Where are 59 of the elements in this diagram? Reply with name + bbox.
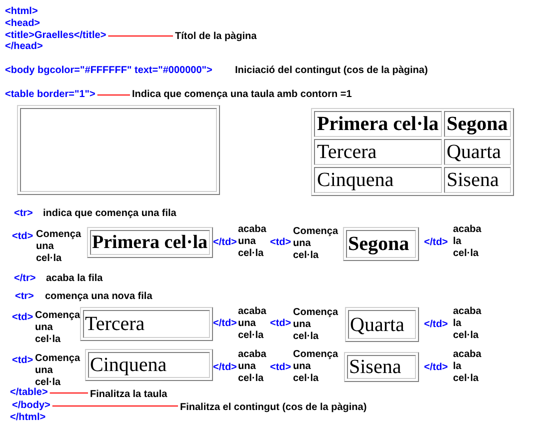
explanation-text: Indica que comença una taula amb contorn =1 <box>132 89 352 101</box>
explanation-text: acaba una cel·la <box>238 306 266 342</box>
table-cell: Cinquena <box>88 352 210 378</box>
html-tag-text: <head> <box>5 18 40 30</box>
table-cell: Primera cel·la <box>90 230 210 255</box>
table-cell: Tercera <box>83 310 210 338</box>
html-tag-text: <td> <box>270 318 292 330</box>
html-tag-text: <body bgcolor="#FFFFFF" text="#000000"> <box>5 65 212 77</box>
explanation-text: comença una nova fila <box>45 291 152 303</box>
html-tag-text: </td> <box>213 318 237 330</box>
explanation-text: Comença una cel·la <box>293 307 338 343</box>
explanation-text: acaba la cel·la <box>453 349 482 385</box>
empty-table-frame <box>17 105 220 195</box>
explanation-text: Comença una cel·la <box>293 226 338 262</box>
html-tag-text: <table border="1"> <box>5 89 96 101</box>
explanation-text: acaba la fila <box>46 273 103 285</box>
html-tag-text: <td> <box>12 355 34 367</box>
html-tag-text: </body> <box>12 400 50 412</box>
explanation-text: Comença una cel·la <box>293 349 338 385</box>
html-tag-text: </html> <box>10 412 46 424</box>
html-tag-text: <title>Graelles</title> <box>5 30 106 42</box>
explanation-text: Finalitza el contingut (cos de la pàgina) <box>180 402 367 414</box>
explanation-text: Comença una cel·la <box>36 229 82 265</box>
table-cell: Sisena <box>444 167 511 193</box>
explanation-text: Comença una cel·la <box>35 310 80 346</box>
html-tag-text: <html> <box>5 6 38 18</box>
leader-line <box>96 94 130 96</box>
explanation-text: Finalitza la taula <box>90 389 168 401</box>
explanation-text: Comença una cel·la <box>35 353 80 388</box>
html-tag-text: </head> <box>5 41 43 53</box>
table-cell: Primera cel·la <box>314 111 442 137</box>
explanation-text: Títol de la pàgina <box>175 31 257 43</box>
table-cell: Quarta <box>444 139 511 165</box>
html-tag-text: </td> <box>424 319 448 331</box>
table-cell: Sisena <box>347 355 416 379</box>
explanation-text: Iniciació del contingut (cos de la pàgina) <box>235 65 428 77</box>
html-tag-text: <tr> <box>15 291 34 303</box>
html-tag-text: <td> <box>270 362 292 374</box>
html-tag-text: </td> <box>424 237 448 249</box>
leader-line <box>49 392 88 394</box>
table-cell: Quarta <box>348 310 416 339</box>
html-tag-text: <td> <box>270 237 292 249</box>
html-tag-text: </table> <box>10 387 48 399</box>
html-tag-text: <td> <box>12 312 34 324</box>
html-tag-text: </td> <box>424 362 448 374</box>
html-tag-text: </tr> <box>14 273 36 285</box>
html-tag-text: <tr> <box>14 208 33 220</box>
explanation-text: indica que comença una fila <box>43 208 176 220</box>
table-cell: Cinquena <box>314 167 442 193</box>
explanation-text: acaba una cel·la <box>238 349 266 385</box>
html-tag-text: </td> <box>213 362 237 374</box>
explanation-text: acaba la cel·la <box>453 306 482 342</box>
html-tag-text: </td> <box>213 237 237 249</box>
table-cell: Segona <box>444 111 511 137</box>
html-tag-text: <td> <box>12 231 34 243</box>
table-cell: Segona <box>346 230 416 258</box>
explanation-text: acaba una cel·la <box>238 224 266 260</box>
table-cell: Tercera <box>314 139 442 165</box>
explanation-text: acaba la cel·la <box>453 224 482 260</box>
